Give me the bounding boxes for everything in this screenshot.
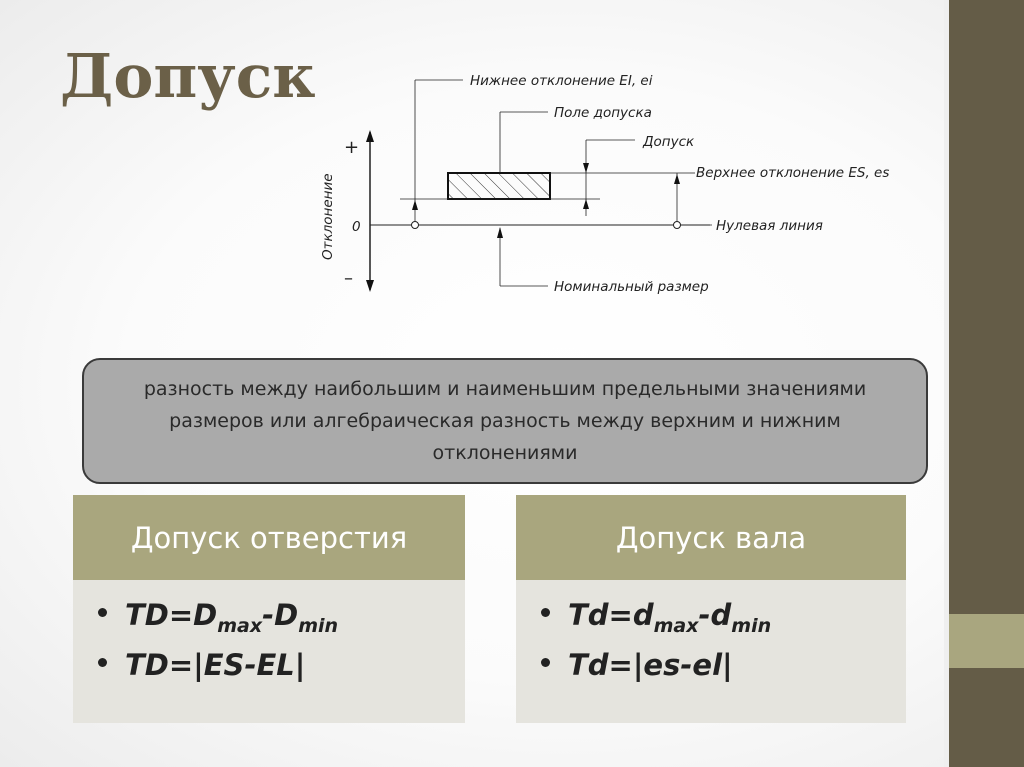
formula-item: Td=|es-el|: [541, 648, 906, 692]
formula-text: Td=dmax-dmin: [568, 598, 772, 637]
card-header: Допуск отверстия: [73, 495, 465, 580]
formula-item: TD=|ES-EL|: [98, 648, 465, 692]
bullet-icon: [541, 658, 550, 667]
axis-label: Отклонение: [320, 173, 336, 260]
zero-point-right: [673, 221, 681, 229]
formula-item: TD=Dmax-Dmin: [98, 598, 465, 642]
callout-tolerance-zone: Поле допуска: [554, 105, 652, 121]
definition-box: разность между наибольшим и наименьшим п…: [82, 358, 928, 484]
definition-text: разность между наибольшим и наименьшим п…: [143, 378, 867, 464]
sidebar-accent-band: [949, 614, 1024, 668]
callout-zero-line: Нулевая линия: [716, 218, 823, 234]
callout-tolerance: Допуск: [642, 134, 695, 150]
bullet-icon: [98, 658, 107, 667]
card-header: Допуск вала: [516, 495, 906, 580]
card-body: TD=Dmax-Dmin TD=|ES-EL|: [73, 580, 465, 723]
deviation-axis: [366, 130, 374, 292]
tolerance-diagram: + – 0 Отклонение Нижнее отклонение EI, e…: [320, 73, 889, 295]
callout-upper-deviation: Верхнее отклонение ES, es: [696, 165, 889, 181]
tolerance-zone-rect: [447, 172, 551, 200]
zero-label: 0: [352, 219, 361, 235]
formula-text: TD=Dmax-Dmin: [125, 598, 339, 637]
shaft-tolerance-card: Допуск вала Td=dmax-dmin Td=|es-el|: [516, 495, 906, 723]
zero-point-left: [411, 221, 419, 229]
formula-item: Td=dmax-dmin: [541, 598, 906, 642]
card-body: Td=dmax-dmin Td=|es-el|: [516, 580, 906, 723]
callout-lower-deviation: Нижнее отклонение EI, ei: [470, 73, 653, 89]
minus-sign: –: [344, 268, 353, 289]
formula-text: TD=|ES-EL|: [125, 648, 306, 682]
slide-title: Допуск: [60, 42, 316, 112]
hole-tolerance-card: Допуск отверстия TD=Dmax-Dmin TD=|ES-EL|: [73, 495, 465, 723]
callout-nominal-size: Номинальный размер: [554, 279, 709, 295]
bullet-icon: [541, 608, 550, 617]
plus-sign: +: [344, 137, 359, 158]
bullet-icon: [98, 608, 107, 617]
formula-text: Td=|es-el|: [568, 648, 733, 682]
sidebar-edge: [944, 0, 949, 767]
